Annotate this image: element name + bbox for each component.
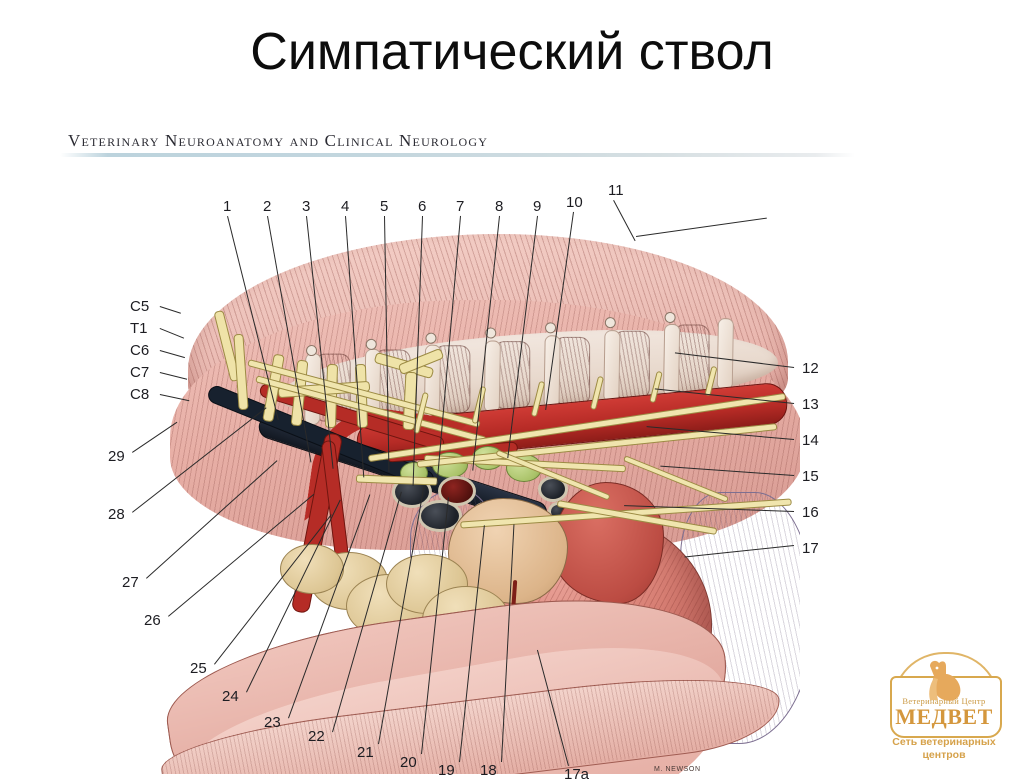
- figure-label-27: 27: [122, 574, 139, 591]
- logo-top-text: Ветеринарный Центр: [902, 696, 986, 706]
- figure-label-13: 13: [802, 396, 819, 413]
- figure-label-11: 11: [608, 182, 624, 199]
- figure-label-3: 3: [302, 198, 311, 215]
- figure-label-15: 15: [802, 468, 819, 485]
- logo-main-text: МЕДВЕТ: [895, 704, 993, 729]
- figure-label-10: 10: [566, 194, 583, 211]
- figure-label-4: 4: [341, 198, 350, 215]
- logo-shield-shape: [890, 676, 1002, 738]
- spinal-label-t1: T1: [130, 320, 148, 337]
- rib-head-marker: [544, 321, 557, 334]
- figure-label-14: 14: [802, 432, 819, 449]
- header-divider: [60, 153, 855, 157]
- rib: [603, 330, 621, 403]
- anatomy-illustration: RV LV: [160, 214, 800, 774]
- pulmonary-artery-cross-section: [438, 476, 476, 506]
- figure-label-29: 29: [108, 448, 125, 465]
- figure-label-12: 12: [802, 360, 819, 377]
- figure-label-16: 16: [802, 504, 819, 521]
- rib: [662, 323, 681, 397]
- pulmonary-trunk: [552, 482, 664, 604]
- figure-label-22: 22: [308, 728, 325, 745]
- figure-label-23: 23: [264, 714, 281, 731]
- medvet-logo[interactable]: Ветеринарный Центр МЕДВЕТ Сеть ветеринар…: [876, 652, 1012, 764]
- figure-label-28: 28: [108, 506, 125, 523]
- anatomy-figure: RV LV: [100, 176, 890, 783]
- artist-signature: M. NEWSON: [654, 766, 701, 773]
- figure-label-18: 18: [480, 762, 497, 779]
- spinal-label-c5: C5: [130, 298, 150, 315]
- figure-label-7: 7: [456, 198, 465, 215]
- figure-label-25: 25: [190, 660, 207, 677]
- rib: [483, 340, 501, 413]
- figure-label-6: 6: [418, 198, 427, 215]
- figure-label-21: 21: [357, 744, 374, 761]
- logo-subtitle-line1: Сеть ветеринарных: [892, 736, 996, 748]
- logo-subtitle-line2: центров: [922, 749, 966, 761]
- figure-label-17a: 17a: [564, 766, 590, 783]
- dog-silhouette-icon: [929, 660, 961, 701]
- figure-label-8: 8: [495, 198, 504, 215]
- spinal-label-c8: C8: [130, 386, 150, 403]
- figure-label-17: 17: [802, 540, 819, 557]
- figure-label-5: 5: [380, 198, 389, 215]
- figure-label-19: 19: [438, 762, 455, 779]
- book-header-text: Veterinary Neuroanatomy and Clinical Neu…: [68, 131, 489, 150]
- figure-label-1: 1: [223, 198, 232, 215]
- slide-canvas: Симпатический ствол Veterinary Neuroanat…: [60, 23, 1012, 783]
- spinal-label-c7: C7: [130, 364, 150, 381]
- figure-label-26: 26: [144, 612, 161, 629]
- fat-lobe: [280, 544, 344, 594]
- figure-label-20: 20: [400, 754, 417, 771]
- figure-label-9: 9: [533, 198, 542, 215]
- spinal-label-c6: C6: [130, 342, 150, 359]
- figure-label-2: 2: [263, 198, 272, 215]
- rib: [716, 318, 734, 391]
- page-title: Симпатический ствол: [250, 23, 774, 81]
- figure-label-24: 24: [222, 688, 239, 705]
